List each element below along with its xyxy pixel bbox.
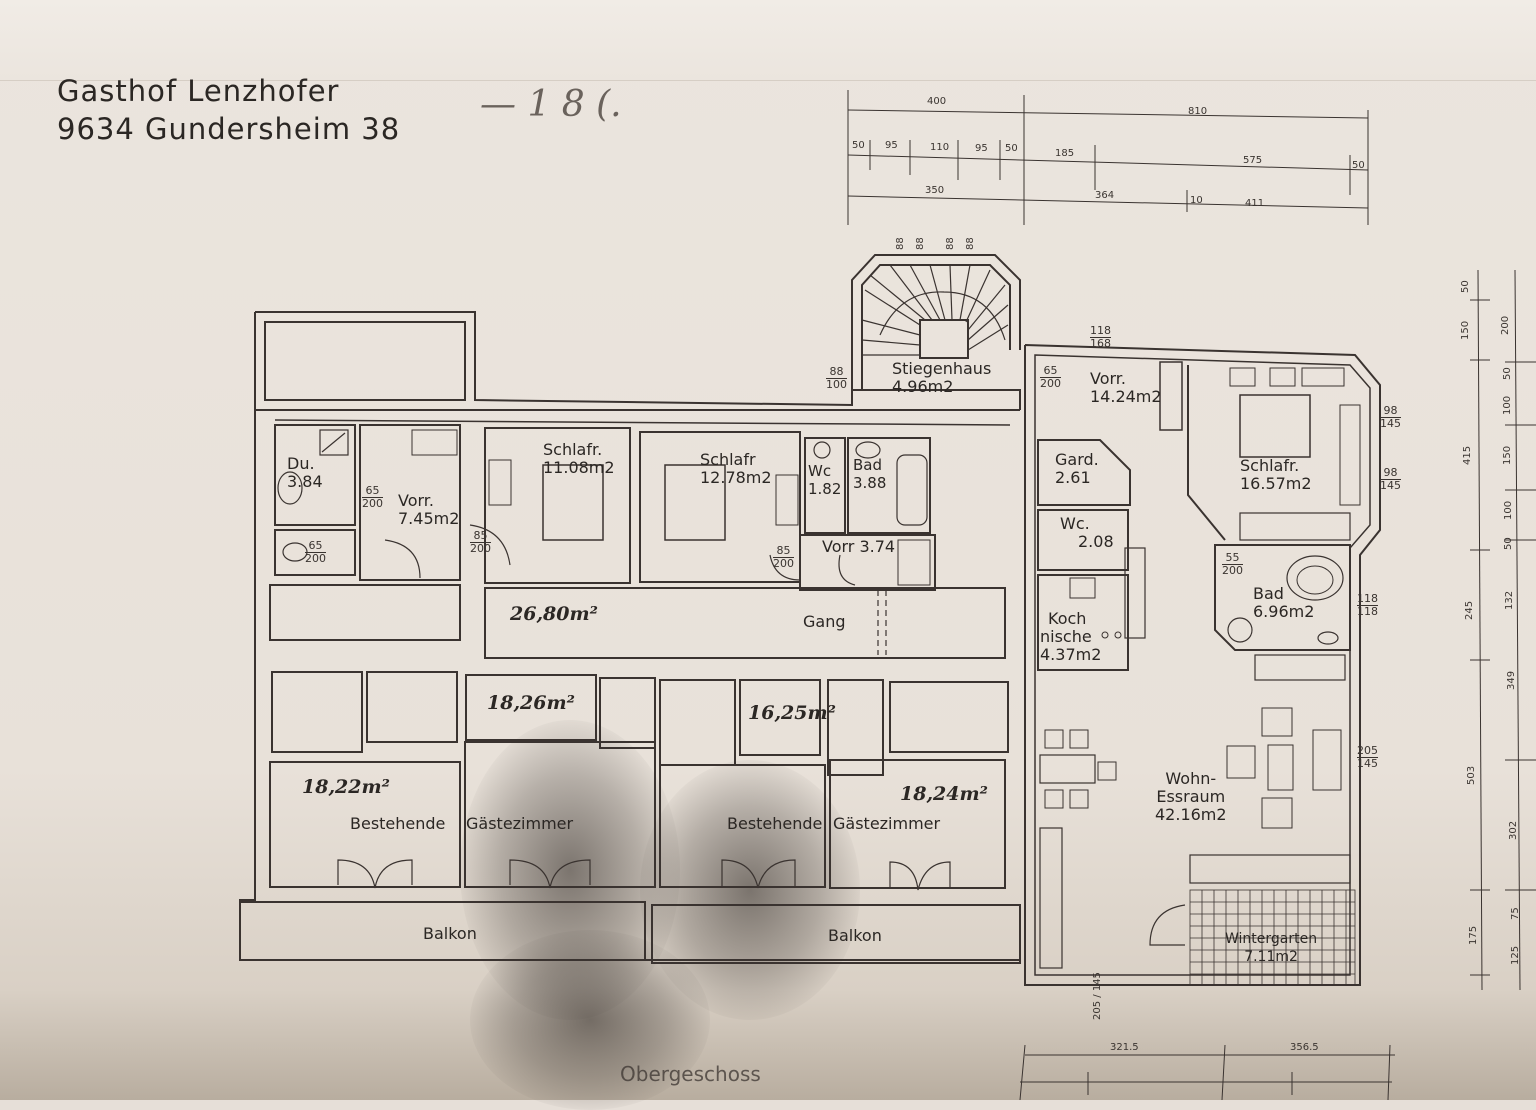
dim-top2: 50 [852,140,865,151]
dim-stair: 88 [945,237,956,250]
title: Gasthof Lenzhofer [57,74,340,108]
dim-right-inner: 302 [1508,820,1519,840]
right-dimension-chains [1470,269,1536,991]
label-bestehende-2: Bestehende [727,814,823,833]
room-balkon-2: Balkon [828,926,882,945]
room-bad-2: Bad 6.96m2 [1253,584,1315,621]
dim-top2: 50 [1005,143,1018,154]
dim-right-outer: 503 [1466,765,1477,785]
dim-top2: 110 [930,142,950,153]
dim-top-400: 400 [927,96,947,107]
dim-stair: 88 [965,237,976,250]
room-bad-1: Bad 3.88 [853,456,887,492]
dim-top2: 95 [975,143,988,154]
room-vorr-right: Vorr. 14.24m2 [1090,369,1162,406]
room-balkon-1: Balkon [423,924,477,943]
room-wintergarten: Wintergarten 7.11m2 [1225,931,1318,965]
top-dimension-chains [847,90,1369,225]
dim-right-outer: 245 [1464,600,1475,620]
area-guest-upper-2: 16,25m² [748,702,836,724]
dim-stair: 88 [915,237,926,250]
dim-top3: 350 [925,185,945,196]
dim-right-outer: 415 [1462,445,1473,465]
area-guest-lower-1: 18,22m² [302,776,390,798]
room-gard: Gard. 2.61 [1055,450,1099,487]
label-bestehende-1: Bestehende [350,814,446,833]
right-wing-walls [1024,344,1381,986]
dim-bottom: 356.5 [1290,1042,1319,1053]
dim-right-inner: 75 [1510,907,1521,920]
room-schlafr-2: Schlafr 12.78m2 [700,450,772,487]
dim-right-inner: 132 [1504,590,1515,610]
paper-fold [0,0,1536,81]
dim-top3: 364 [1095,190,1115,201]
area-guest-lower-2: 18,24m² [900,783,988,805]
address: 9634 Gundersheim 38 [57,112,401,146]
dim-top3: 411 [1245,198,1265,209]
room-wc-1: Wc 1.82 [808,462,842,498]
room-gang: Gang [803,612,846,631]
room-kochnische: Koch nische 4.37m2 [1040,609,1102,664]
dim-bottom-window: 205 / 145 [1092,972,1103,1020]
dim-right-inner: 125 [1510,945,1521,965]
room-wc-2: Wc. 2.08 [1060,514,1114,551]
dim-top-810: 810 [1188,106,1208,117]
dim-top2: 95 [885,140,898,151]
dim-bottom: 321.5 [1110,1042,1139,1053]
dim-right-inner: 100 [1502,395,1513,415]
dim-top2: 185 [1055,148,1075,159]
dim-stair: 88 [895,237,906,250]
title-block: Gasthof Lenzhofer 9634 Gundersheim 38 [57,72,400,148]
dim-top3: 10 [1190,195,1203,206]
area-gang-hand: 26,80m² [510,603,598,625]
label-gaestezimmer-2: Gästezimmer [833,814,941,833]
bottom-dimension-chain [1019,1044,1395,1100]
room-schlafr-3: Schlafr. 16.57m2 [1240,456,1312,493]
room-wohn-essraum: Wohn- Essraum 42.16m2 [1155,769,1227,824]
dim-right-outer: 150 [1460,320,1471,340]
room-stiegenhaus: Stiegenhaus 4.96m2 [892,359,992,396]
room-du: Du. 3.84 [287,454,323,491]
dim-top2: 50 [1352,160,1365,171]
dim-right-inner: 200 [1500,315,1511,335]
area-guest-upper-1: 18,26m² [487,692,575,714]
room-vorr-left: Vorr. 7.45m2 [398,491,460,528]
dim-top2: 575 [1243,155,1263,166]
dim-right-outer: 175 [1468,925,1479,945]
dim-right-inner: 349 [1506,670,1517,690]
label-gaestezimmer-1: Gästezimmer [466,814,574,833]
wintergarten-grid [1189,889,1356,986]
staircase [851,254,1021,390]
room-vorr-mid: Vorr 3.74 [822,537,896,556]
handwritten-note: — 1 8 (. [480,84,622,125]
floor-label: Obergeschoss [620,1062,761,1086]
left-wing-walls [239,311,1021,964]
dim-right-inner: 150 [1502,445,1513,465]
dim-right-inner: 50 [1502,367,1513,380]
dim-right-inner: 100 [1503,500,1514,520]
room-schlafr-1: Schlafr. 11.08m2 [543,440,615,477]
dim-right-outer: 50 [1460,280,1471,293]
dim-right-inner: 50 [1503,537,1514,550]
